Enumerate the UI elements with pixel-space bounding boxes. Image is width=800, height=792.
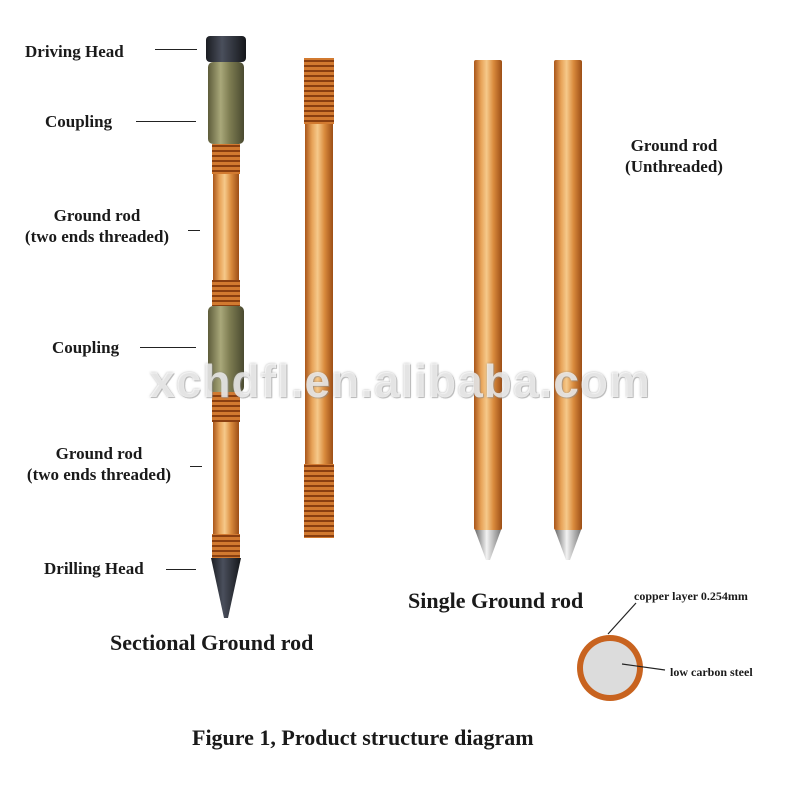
coupling-leader-1	[136, 121, 196, 122]
drilling-head-leader	[166, 569, 196, 570]
ground-rod-label-2-line2: (two ends threaded)	[26, 465, 172, 484]
ground-rod-label-2: Ground rod (two ends threaded)	[10, 443, 188, 485]
figure-caption: Figure 1, Product structure diagram	[192, 725, 534, 750]
ground-rod-label-1-line1: Ground rod	[53, 206, 141, 225]
coupling-label-2: Coupling	[52, 338, 120, 357]
coupling-part-top	[208, 62, 244, 144]
unthreaded-rod-label: Ground rod (Unthreaded)	[604, 135, 744, 177]
thread-part	[212, 144, 240, 174]
rod-tip	[475, 530, 501, 560]
rod-body	[554, 60, 582, 530]
rod-section-top	[213, 174, 239, 280]
driving-head-part	[206, 36, 246, 62]
unthreaded-rod-label-line2: (Unthreaded)	[625, 157, 723, 176]
coupling-part-middle	[208, 306, 244, 392]
unthreaded-rod-label-line1: Ground rod	[630, 136, 718, 155]
thread-part	[304, 58, 334, 124]
low-carbon-steel-label: low carbon steel	[670, 665, 753, 679]
unthreaded-rod-2	[554, 60, 582, 560]
ground-rod-leader-1	[188, 230, 200, 231]
ground-rod-leader-2	[190, 466, 202, 467]
drilling-head-label: Drilling Head	[44, 559, 144, 578]
threaded-rod	[304, 58, 334, 538]
rod-section-bottom	[213, 422, 239, 534]
cross-section	[577, 602, 666, 701]
ground-rod-label-2-line1: Ground rod	[55, 444, 143, 463]
drilling-head-part	[211, 558, 241, 618]
single-rod-caption: Single Ground rod	[408, 588, 584, 613]
copper-layer-leader	[607, 602, 637, 635]
thread-part	[212, 534, 240, 558]
driving-head-label: Driving Head	[25, 42, 124, 61]
rod-body	[305, 124, 333, 464]
ground-rod-label-1-line2: (two ends threaded)	[24, 227, 170, 246]
steel-core	[583, 641, 637, 695]
rod-tip	[555, 530, 581, 560]
thread-part	[212, 392, 240, 422]
thread-part	[212, 280, 240, 306]
thread-part	[304, 464, 334, 538]
sectional-rod-assembly	[206, 36, 246, 618]
copper-layer-label: copper layer 0.254mm	[634, 589, 748, 603]
coupling-leader-2	[140, 347, 196, 348]
rod-body	[474, 60, 502, 530]
unthreaded-rod-1	[474, 60, 502, 560]
driving-head-leader	[155, 49, 197, 50]
watermark: xchdfl.en.alibaba.com	[149, 355, 651, 407]
steel-core-leader	[621, 663, 666, 671]
ground-rod-label-1: Ground rod (two ends threaded)	[8, 205, 186, 247]
coupling-label-1: Coupling	[45, 112, 113, 131]
sectional-rod-caption: Sectional Ground rod	[110, 630, 314, 655]
